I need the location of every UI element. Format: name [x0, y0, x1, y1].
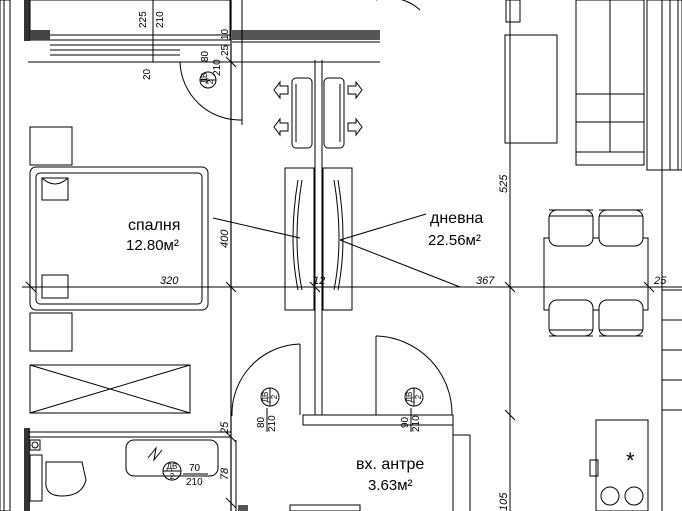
dim-top-left: 20 — [142, 68, 153, 80]
dim-top-window-c: 210 — [212, 59, 223, 76]
room-labels: спалня 12.80м² дневна 22.56м² вх. антре … — [126, 210, 483, 494]
svg-text:2: 2 — [206, 79, 215, 84]
dim-partition: 12 — [313, 275, 325, 287]
dim-right-wall: 25 — [653, 275, 667, 287]
ventilation-arrows — [273, 80, 363, 137]
living-furniture — [504, 0, 649, 311]
bedroom-name: спалня — [128, 217, 180, 234]
svg-text:80: 80 — [256, 416, 267, 428]
dim-living-height: 525 — [498, 174, 510, 193]
svg-text:70: 70 — [189, 463, 201, 474]
dim-top-window-a: 225 — [138, 11, 149, 28]
dim-top-window-b: 210 — [155, 11, 166, 28]
dim-left-lower-b: 78 — [219, 467, 231, 480]
svg-text:210: 210 — [186, 477, 203, 488]
svg-text:90: 90 — [400, 416, 411, 428]
living-name: дневна — [430, 210, 483, 227]
top-window — [29, 0, 380, 56]
door-tag-top: ДВ 2 — [199, 71, 217, 89]
dim-bedroom-width: 320 — [160, 275, 179, 287]
dim-top-opening: 80 — [200, 50, 211, 62]
dining-chairs — [548, 209, 644, 337]
bedroom-furniture — [29, 126, 209, 414]
entrance-area: 3.63м² — [368, 477, 413, 494]
svg-text:ДВ: ДВ — [200, 73, 209, 84]
svg-text:2: 2 — [270, 394, 279, 399]
dim-living-width: 367 — [476, 275, 495, 287]
svg-text:ДВ: ДВ — [405, 392, 414, 403]
svg-text:210: 210 — [411, 415, 422, 432]
door-tag-bedroom: ДВ 2 80 210 — [256, 387, 280, 432]
bedroom-area: 12.80м² — [126, 237, 179, 254]
dim-bedroom-height: 400 — [219, 229, 231, 248]
dim-bottom-right: 105 — [498, 492, 510, 511]
kitchen: * — [589, 289, 682, 511]
interior-walls — [28, 0, 471, 511]
door-tag-bath: ДВ 2 70 210 — [162, 461, 208, 488]
entrance-name: вх. антре — [356, 456, 424, 473]
svg-text:210: 210 — [267, 415, 278, 432]
hob-symbol: * — [626, 448, 635, 473]
dim-top-opening-c: 10 — [220, 28, 231, 40]
dimension-lines — [22, 0, 682, 511]
door-tag-living: ДВ 2 90 210 — [400, 387, 424, 432]
dimension-labels: 320 367 12 25 400 525 225 210 20 80 25 1… — [138, 11, 667, 511]
svg-text:2: 2 — [414, 394, 423, 399]
svg-text:ДВ: ДВ — [167, 462, 178, 471]
dim-left-lower-a: 25 — [219, 421, 231, 435]
bathroom — [29, 439, 361, 511]
svg-text:2: 2 — [170, 472, 175, 481]
svg-text:ДВ: ДВ — [261, 392, 270, 403]
dim-top-opening-b: 25 — [220, 44, 231, 56]
living-area: 22.56м² — [428, 232, 481, 249]
